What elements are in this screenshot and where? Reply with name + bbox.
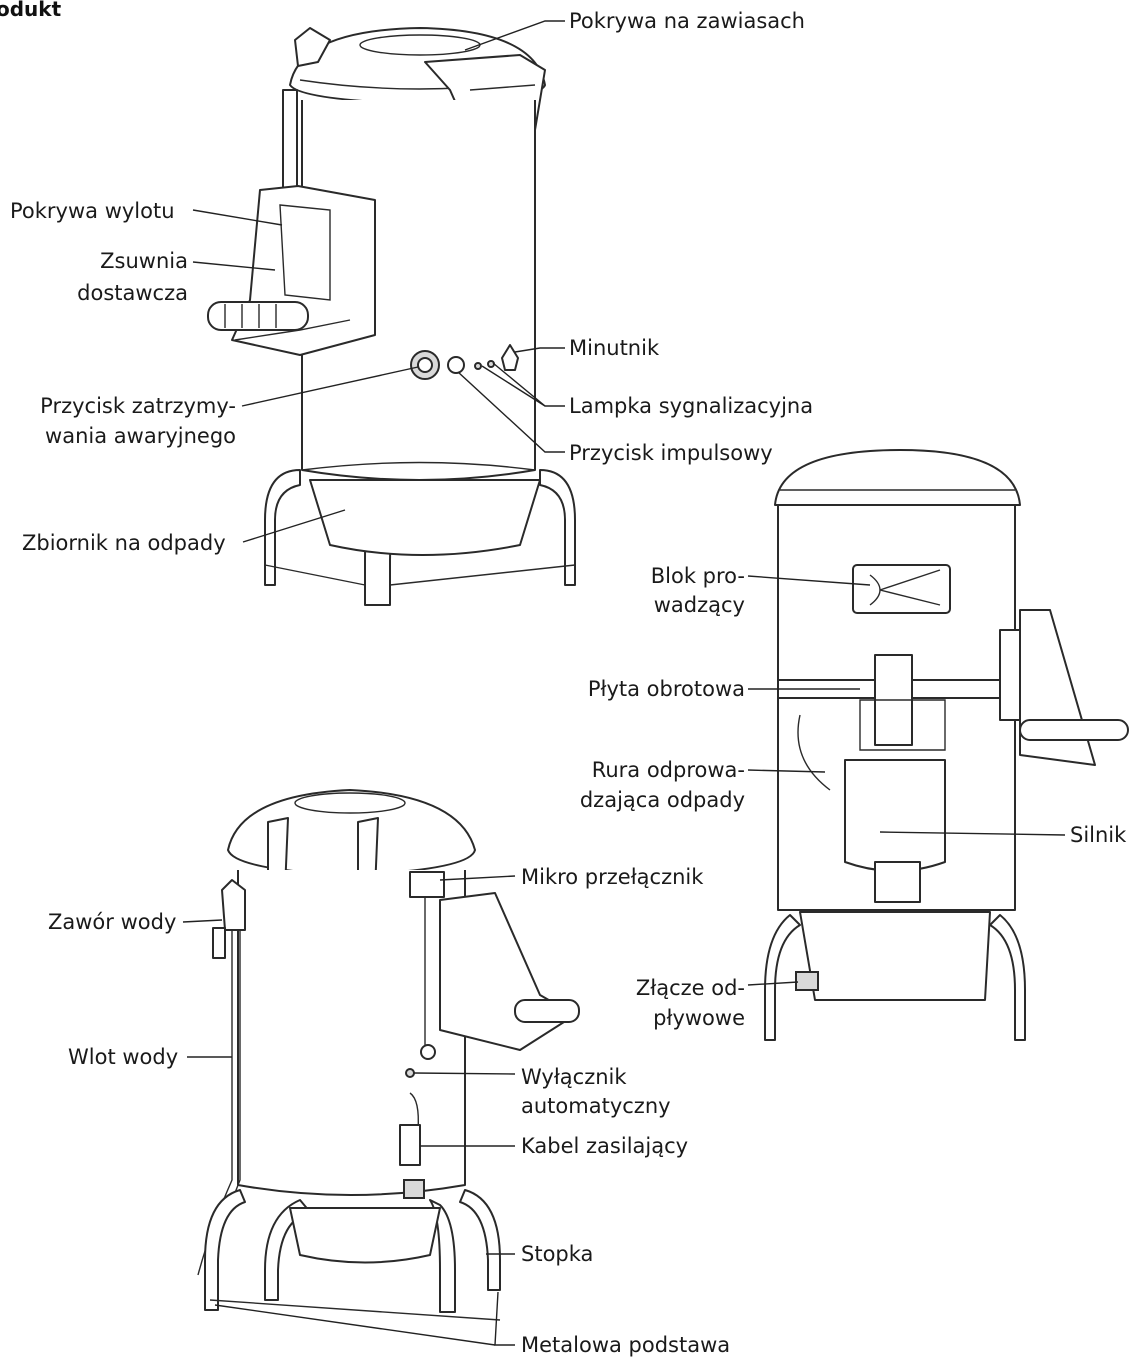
label-drain-1: Złącze od-: [636, 976, 745, 1000]
leader-lines: [182, 20, 1066, 1346]
timer-knob: [501, 344, 519, 371]
label-guide-block-2: wadzący: [654, 593, 745, 617]
side-chute: [1019, 609, 1096, 766]
label-motor: Silnik: [1070, 823, 1127, 847]
rear-chute: [439, 892, 576, 1051]
metal-base: [209, 1299, 501, 1321]
roller: [207, 301, 309, 331]
cutaway-lid: [774, 449, 1021, 506]
pulse-button: [447, 356, 465, 374]
auto-breaker: [405, 1068, 415, 1078]
label-outlet-cover: Pokrywa wylotu: [10, 199, 175, 223]
drain-tray: [799, 911, 991, 1001]
label-guide-block-1: Blok pro-: [651, 564, 745, 588]
label-waste-pipe-2: dzająca odpady: [580, 788, 745, 812]
rear-body: [237, 870, 466, 1196]
label-drain-2: pływowe: [653, 1006, 745, 1030]
label-chute-1: Zsuwnia: [100, 249, 188, 273]
label-breaker-2: automatyczny: [521, 1094, 671, 1118]
page-title: odukt: [0, 0, 62, 21]
machine-cutaway-view: [764, 449, 1129, 1041]
label-chute-2: dostawcza: [77, 281, 188, 305]
drain-connector: [795, 971, 819, 991]
label-foot: Stopka: [521, 1242, 593, 1266]
label-pulse-button: Przycisk impulsowy: [569, 441, 773, 465]
label-timer: Minutnik: [569, 336, 660, 360]
label-emergency-1: Przycisk zatrzymy-: [40, 394, 236, 418]
motor: [844, 759, 946, 872]
waste-tank: [309, 479, 541, 556]
label-metal-base: Metalowa podstawa: [521, 1333, 730, 1357]
label-hinged-lid: Pokrywa na zawiasach: [569, 9, 805, 33]
label-signal-lamp: Lampka sygnalizacyjna: [569, 394, 813, 418]
label-water-inlet: Wlot wody: [68, 1045, 178, 1069]
label-breaker-1: Wyłącznik: [521, 1065, 627, 1089]
signal-lamp: [474, 362, 482, 370]
label-micro-switch: Mikro przełącznik: [521, 865, 704, 889]
label-power-cable: Kabel zasilający: [521, 1134, 688, 1158]
foot: [204, 1189, 246, 1311]
waste-pipe: [797, 714, 831, 791]
machine-front-view: [207, 27, 576, 606]
cable-block: [399, 1124, 421, 1166]
label-waste-pipe-1: Rura odprowa-: [592, 758, 745, 782]
label-water-valve: Zawór wody: [48, 910, 176, 934]
machine-rear-view: [197, 789, 580, 1321]
callout-labels: Pokrywa na zawiasach Pokrywa wylotu Zsuw…: [10, 9, 1127, 1357]
water-valve: [221, 879, 246, 931]
label-waste-tank: Zbiornik na odpady: [22, 531, 226, 555]
label-emergency-2: wania awaryjnego: [45, 424, 236, 448]
micro-switch: [409, 871, 445, 898]
rear-lid: [227, 789, 476, 876]
label-rotating-plate: Płyta obrotowa: [588, 677, 745, 701]
